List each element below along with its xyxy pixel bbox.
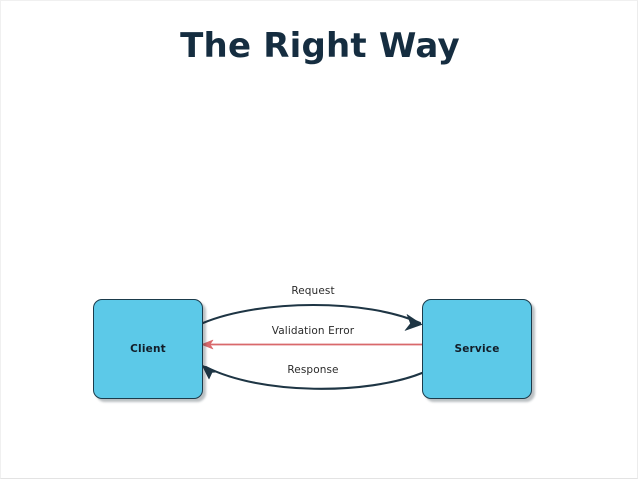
edge-response <box>201 364 424 390</box>
edge-label-request: Request <box>291 285 335 297</box>
response-arrow-line <box>204 365 424 390</box>
diagram-node-client-label: Client <box>130 343 166 355</box>
response-arrowhead-icon <box>201 364 219 380</box>
diagram-node-service[interactable]: Service <box>422 299 532 399</box>
edge-request <box>201 303 423 331</box>
diagram-node-client[interactable]: Client <box>93 299 203 399</box>
edge-label-response: Response <box>287 364 339 376</box>
edge-label-validation-error: Validation Error <box>271 325 355 337</box>
validation-error-arrowhead-icon <box>201 339 214 350</box>
request-arrow-line <box>201 303 422 325</box>
diagram-node-service-label: Service <box>454 343 500 355</box>
page-title: The Right Way <box>180 26 460 66</box>
edge-validation-error <box>201 339 425 350</box>
request-arrowhead-icon <box>404 314 423 331</box>
